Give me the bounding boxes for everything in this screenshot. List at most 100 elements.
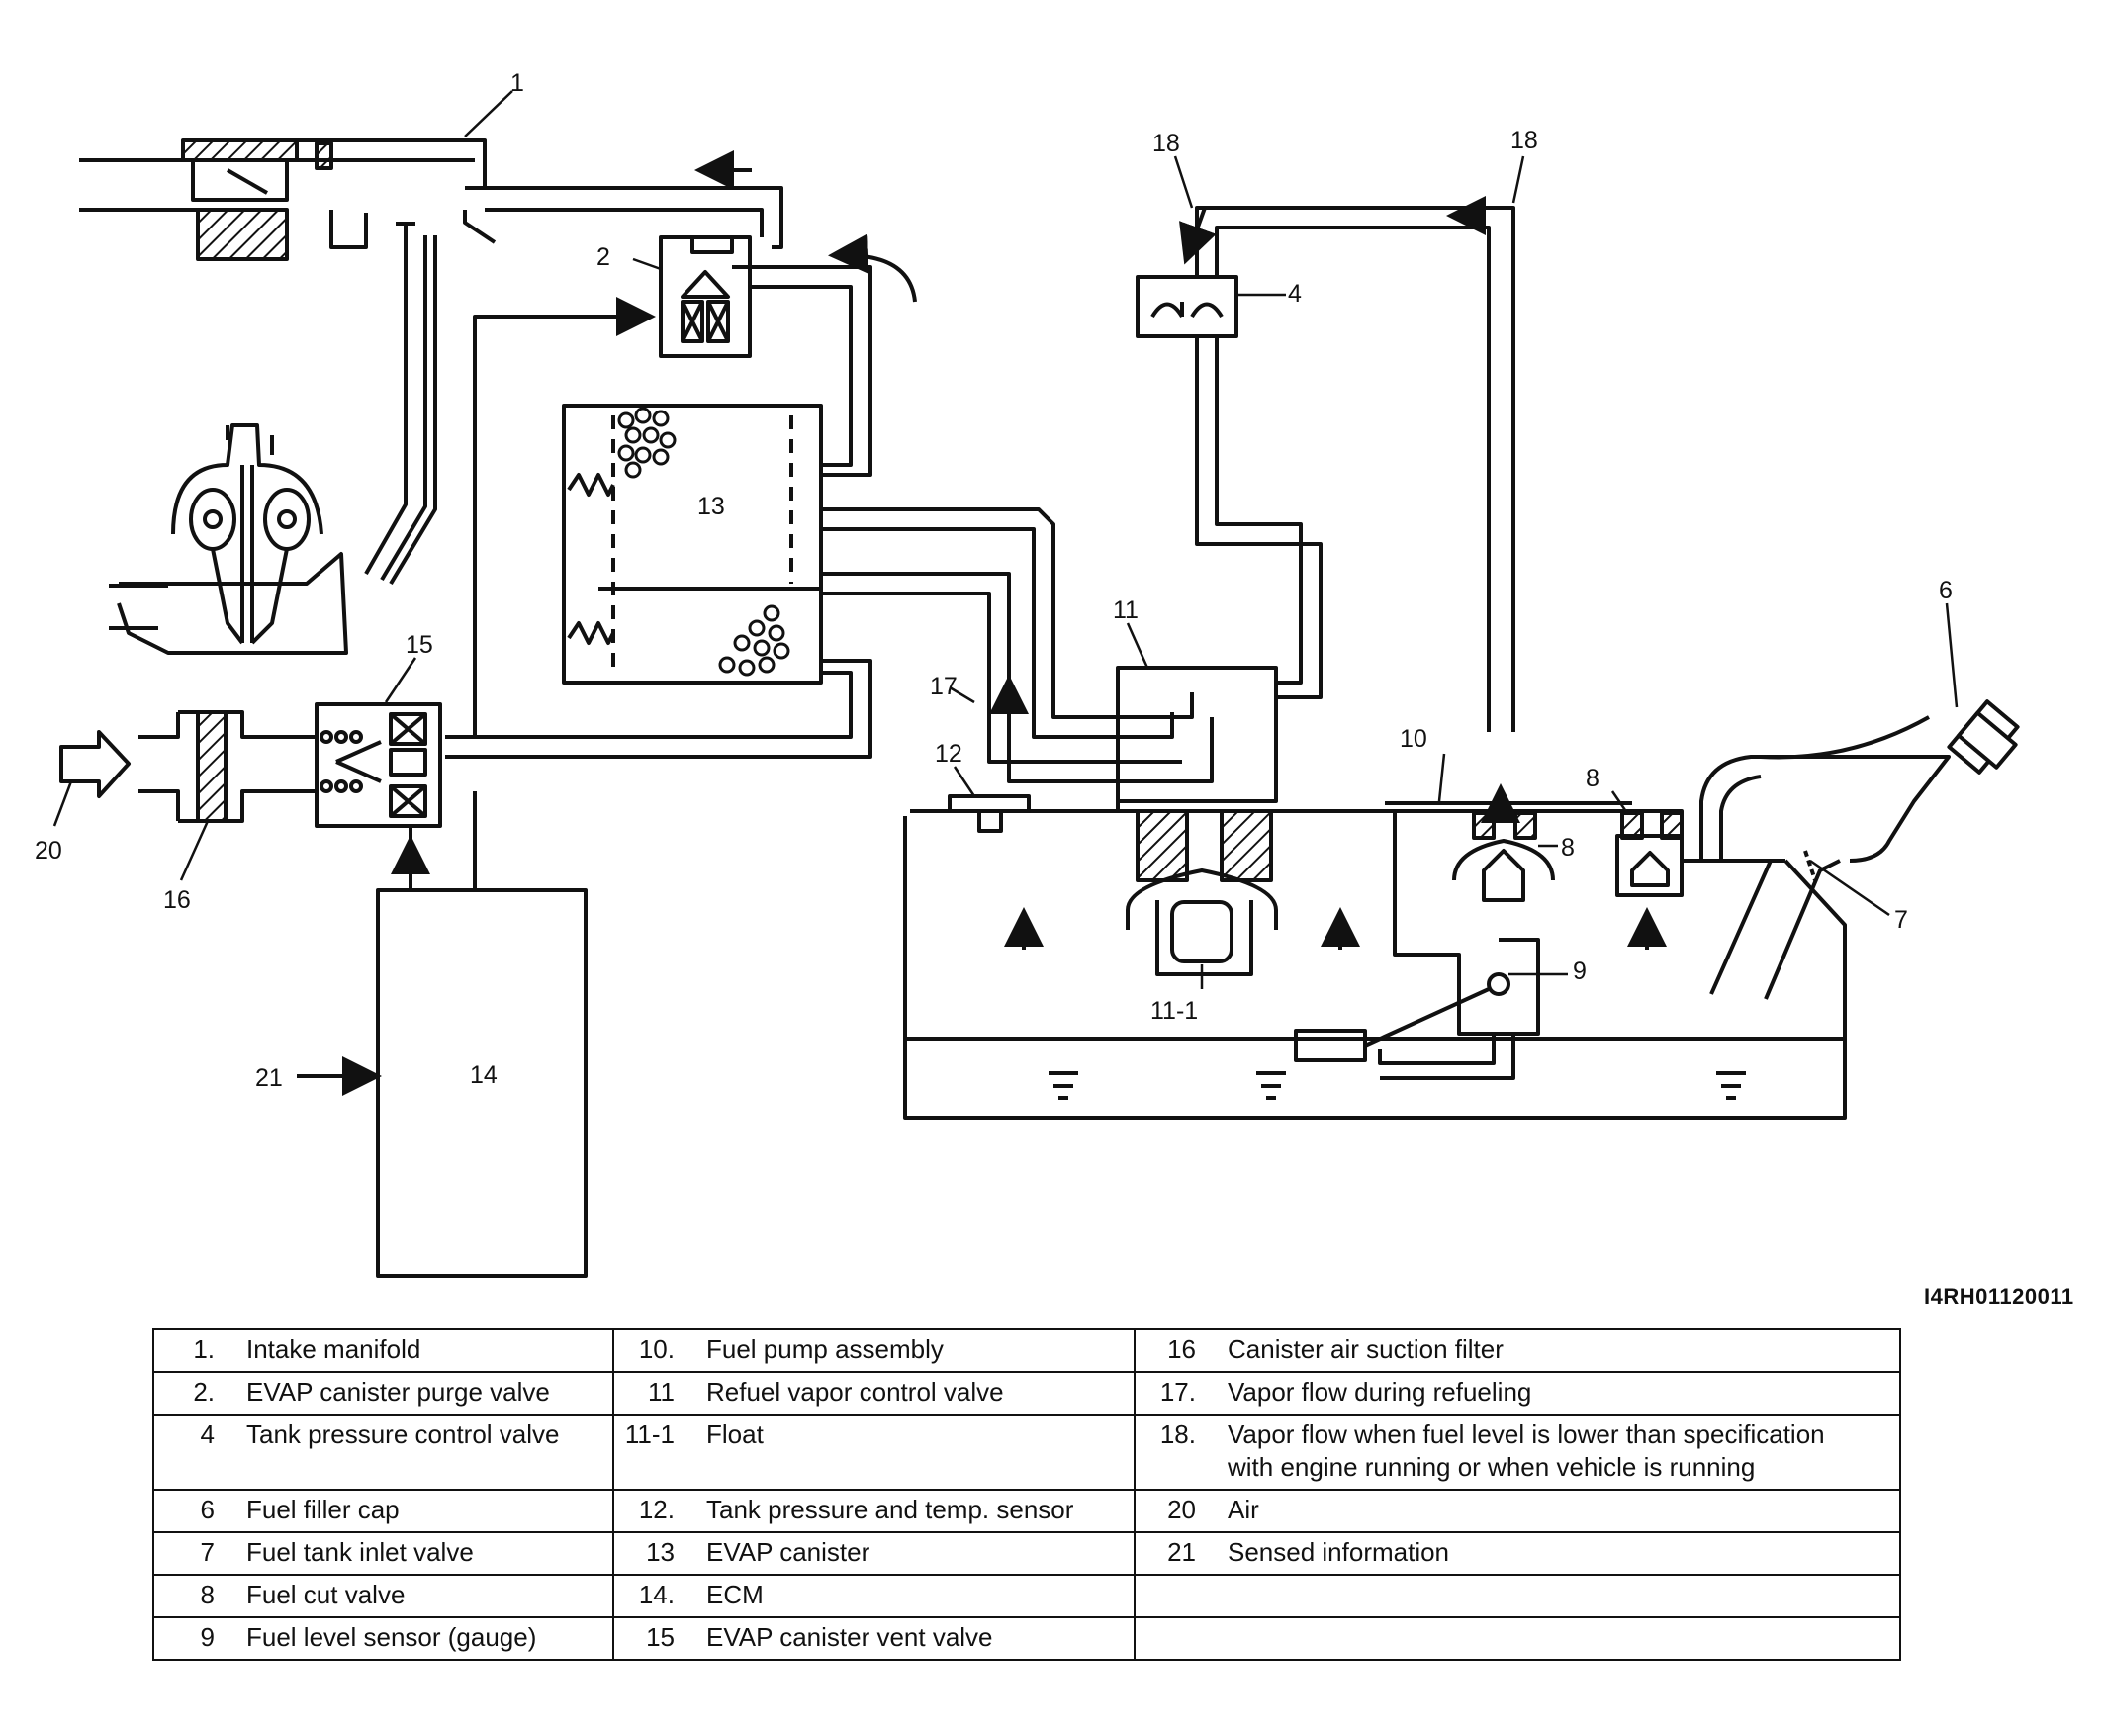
- legend-item-label: Fuel cut valve: [246, 1580, 406, 1609]
- figure-code: I4RH01120011: [1924, 1284, 2074, 1309]
- canister-air-suction-filter: [138, 710, 317, 823]
- legend-item-number: 21: [1167, 1537, 1196, 1567]
- callout-20: 20: [35, 837, 62, 865]
- legend-item-label: Fuel tank inlet valve: [246, 1537, 474, 1567]
- legend-item-label: EVAP canister: [706, 1537, 870, 1567]
- legend-table: 1. Intake manifold 10. Fuel pump assembly 16…: [152, 1328, 1901, 1661]
- callout-8b: 8: [1586, 765, 1599, 792]
- legend-cell: 8 Fuel cut valve: [152, 1574, 614, 1618]
- legend-item-label: Fuel level sensor (gauge): [246, 1622, 537, 1652]
- legend-cell: 21 Sensed information: [1134, 1531, 1901, 1576]
- callout-6: 6: [1939, 577, 1953, 604]
- legend-item-number: 8: [200, 1580, 215, 1609]
- callout-10: 10: [1400, 725, 1427, 753]
- legend-item-number: 12.: [638, 1495, 675, 1524]
- legend-item-label: Tank pressure control valve: [246, 1419, 560, 1449]
- tank-pressure-temp-sensor: [948, 794, 1031, 833]
- callout-14: 14: [470, 1061, 498, 1089]
- callout-11: 11: [1113, 596, 1139, 624]
- legend-item-label: ECM: [706, 1580, 764, 1609]
- callout-15: 15: [406, 631, 433, 659]
- legend-item-number: 1.: [193, 1334, 215, 1364]
- fuel-filler-neck: [1699, 699, 2020, 1000]
- purge-line: [485, 186, 872, 477]
- callout-16: 16: [163, 886, 191, 914]
- legend-item-label: Vapor flow during refueling: [1228, 1377, 1532, 1407]
- legend-cell: 16 Canister air suction filter: [1134, 1328, 1901, 1373]
- legend-cell: 11 Refuel vapor control valve: [612, 1371, 1136, 1416]
- callout-2: 2: [596, 243, 610, 271]
- legend-cell: 14. ECM: [612, 1574, 1136, 1618]
- legend-item-label: Refuel vapor control valve: [706, 1377, 1004, 1407]
- callout-4: 4: [1288, 280, 1302, 308]
- legend-cell: 4 Tank pressure control valve: [152, 1414, 614, 1491]
- legend-item-number: 11-1: [624, 1419, 675, 1449]
- legend-item-label: Sensed information: [1228, 1537, 1450, 1567]
- fuel-cut-valve-a: [1452, 811, 1555, 902]
- legend-cell: 6 Fuel filler cap: [152, 1489, 614, 1533]
- legend-cell: [1134, 1616, 1901, 1661]
- legend-cell: 2.EVAP canister purge valve: [152, 1371, 614, 1416]
- legend-cell: [1134, 1574, 1901, 1618]
- callout-11-1: 11-1: [1150, 997, 1198, 1025]
- callout-17: 17: [930, 673, 958, 700]
- legend-row: 9 Fuel level sensor (gauge) 15 EVAP caniste…: [152, 1616, 1901, 1661]
- callout-13: 13: [697, 493, 725, 520]
- legend-cell: 17. Vapor flow during refueling: [1134, 1371, 1901, 1416]
- legend-cell: 13 EVAP canister: [612, 1531, 1136, 1576]
- legend-item-label: Fuel pump assembly: [706, 1334, 944, 1364]
- legend-item-label: Air: [1228, 1495, 1259, 1524]
- legend-item-number: 20: [1167, 1495, 1196, 1524]
- callout-18a: 18: [1152, 130, 1180, 157]
- legend-cell: 10. Fuel pump assembly: [612, 1328, 1136, 1373]
- legend-item-label: Vapor flow when fuel level is lower than…: [1228, 1419, 1825, 1482]
- legend-item-number: 9: [200, 1622, 215, 1652]
- legend-item-number: 4: [200, 1419, 215, 1449]
- legend-cell: 20 Air: [1134, 1489, 1901, 1533]
- legend-item-number: 16: [1167, 1334, 1196, 1364]
- legend-item-number: 10.: [638, 1334, 675, 1364]
- legend-cell: 18. Vapor flow when fuel level is lower t…: [1134, 1414, 1901, 1491]
- intake-manifold: [79, 138, 497, 586]
- legend-row: 8 Fuel cut valve 14. ECM: [152, 1574, 1901, 1618]
- legend-item-label: EVAP canister vent valve: [706, 1622, 993, 1652]
- evap-canister-vent-valve: [315, 702, 442, 861]
- tank-pressure-control-valve: [1136, 275, 1238, 338]
- float-chamber: [1126, 809, 1278, 976]
- legend-row: 2.EVAP canister purge valve 11 Refuel vapo…: [152, 1371, 1901, 1416]
- refuel-vapor-control-valve: [1116, 666, 1278, 811]
- legend-cell: 1. Intake manifold: [152, 1328, 614, 1373]
- callout-12: 12: [935, 740, 962, 768]
- evap-canister: [562, 404, 823, 685]
- legend-item-label: Tank pressure and temp. sensor: [706, 1495, 1074, 1524]
- legend-item-number: 15: [646, 1622, 675, 1652]
- legend-body: 1. Intake manifold 10. Fuel pump assembly 16…: [152, 1328, 1901, 1661]
- legend-cell: 12. Tank pressure and temp. sensor: [612, 1489, 1136, 1533]
- evap-system-diagram: 1 2 4 6 7 8 8 9 10 11 11-1 12 13 14 15 1…: [35, 69, 2020, 1278]
- legend-item-label: Fuel filler cap: [246, 1495, 400, 1524]
- callout-18b: 18: [1510, 127, 1538, 154]
- legend-row: 6 Fuel filler cap 12. Tank pressure and tem…: [152, 1489, 1901, 1533]
- legend-item-label: Intake manifold: [246, 1334, 421, 1364]
- legend-row: 1. Intake manifold 10. Fuel pump assembly 16…: [152, 1328, 1901, 1373]
- legend-item-number: 14.: [638, 1580, 675, 1609]
- legend-item-number: 13: [646, 1537, 675, 1567]
- evap-canister-purge-valve: [659, 235, 752, 358]
- air-inlet-arrow: [59, 730, 131, 798]
- legend-item-label: EVAP canister purge valve: [246, 1377, 550, 1407]
- fuel-tank: [903, 809, 1847, 1120]
- callout-7: 7: [1894, 906, 1908, 934]
- legend-cell: 9 Fuel level sensor (gauge): [152, 1616, 614, 1661]
- legend-item-number: 11: [648, 1377, 675, 1407]
- fuel-cut-valve-b: [1615, 811, 1684, 897]
- callout-8a: 8: [1561, 834, 1575, 862]
- legend-item-number: 18.: [1159, 1419, 1196, 1449]
- legend-item-number: 17.: [1159, 1377, 1196, 1407]
- ecm-signal-line: [473, 297, 656, 737]
- callout-9: 9: [1573, 958, 1587, 985]
- legend-item-number: 6: [200, 1495, 215, 1524]
- legend-item-label: Canister air suction filter: [1228, 1334, 1504, 1364]
